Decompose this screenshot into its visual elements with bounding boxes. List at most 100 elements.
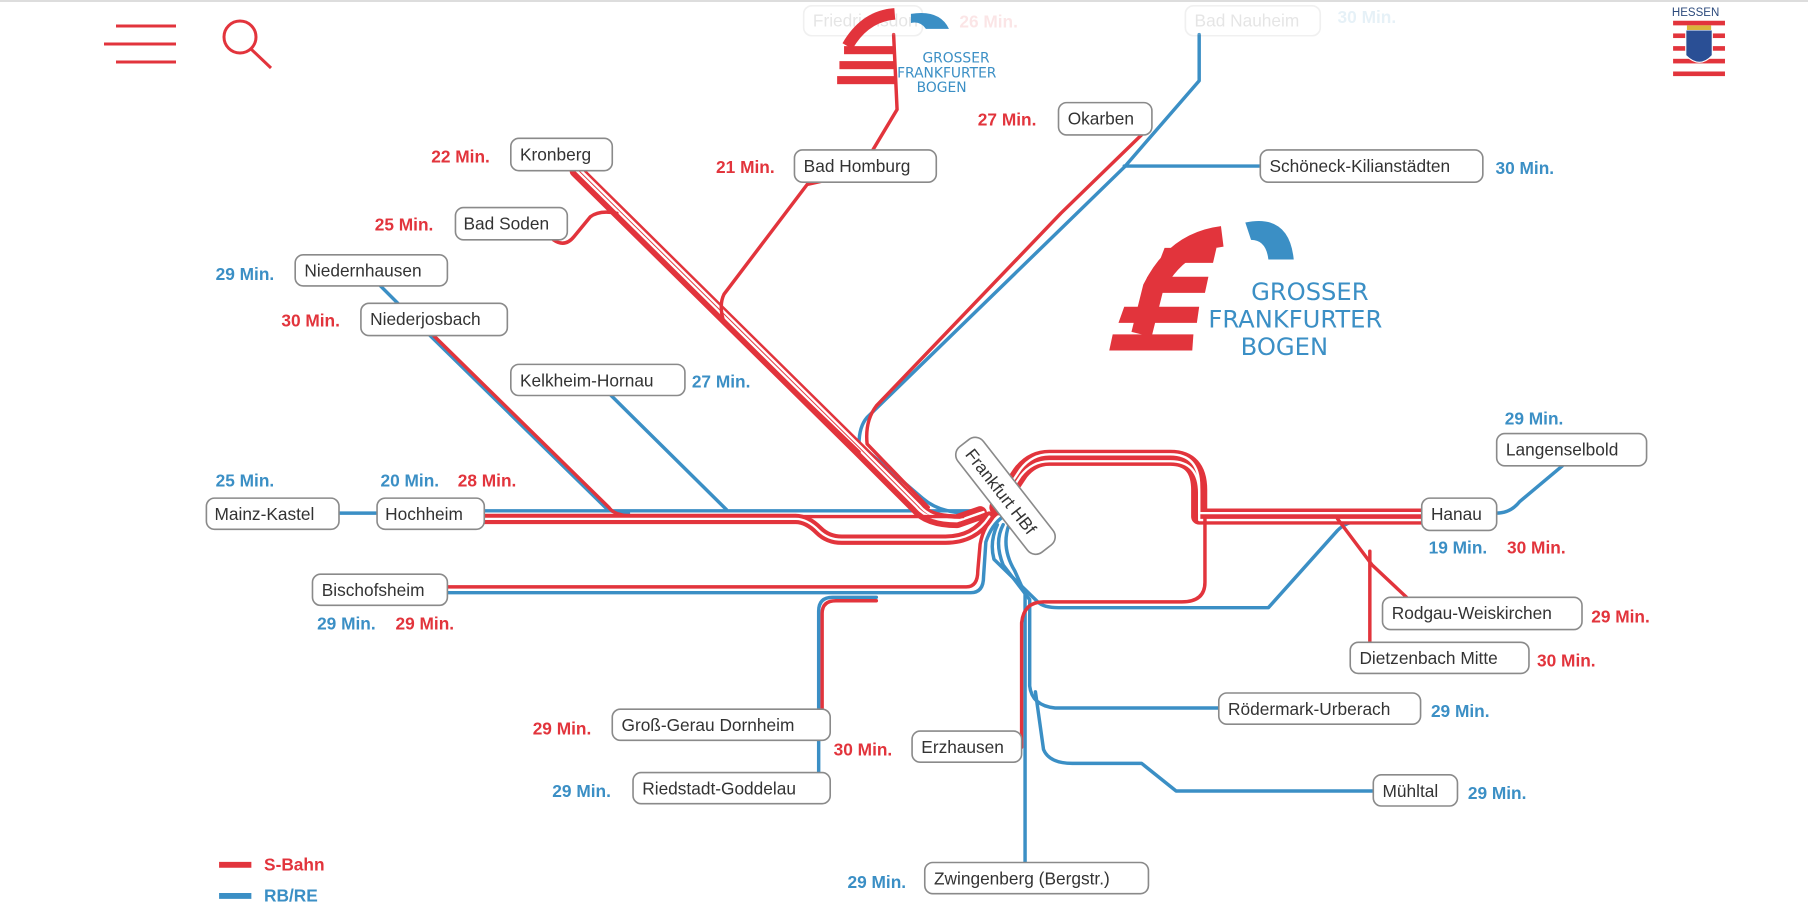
line-gross-gerau bbox=[820, 599, 879, 711]
svg-text:HESSEN: HESSEN bbox=[1672, 7, 1719, 19]
svg-text:Hochheim: Hochheim bbox=[385, 504, 463, 524]
station-hanau[interactable]: Hanau 19 Min. 30 Min. bbox=[1420, 497, 1566, 557]
svg-text:29 Min.: 29 Min. bbox=[317, 614, 376, 634]
line-rodgau bbox=[1335, 517, 1411, 602]
line-bischofsheim-blue bbox=[445, 514, 1005, 595]
svg-text:Kronberg: Kronberg bbox=[520, 144, 591, 164]
svg-text:Kelkheim-Hornau: Kelkheim-Hornau bbox=[520, 370, 654, 390]
station-niederjosbach[interactable]: Niederjosbach 30 Min. bbox=[281, 302, 509, 337]
line-riedstadt bbox=[816, 595, 879, 775]
station-erzhausen[interactable]: Erzhausen 30 Min. bbox=[834, 730, 1023, 763]
svg-text:30 Min.: 30 Min. bbox=[1338, 7, 1397, 27]
station-mainz-kastel[interactable]: Mainz-Kastel 25 Min. bbox=[205, 471, 340, 531]
station-schoeneck-kilianstaedten[interactable]: Schöneck-Kilianstädten 30 Min. bbox=[1259, 149, 1554, 183]
svg-text:29 Min.: 29 Min. bbox=[552, 781, 611, 801]
svg-text:29 Min.: 29 Min. bbox=[396, 614, 455, 634]
svg-text:BOGEN: BOGEN bbox=[917, 80, 967, 96]
svg-text:Hanau: Hanau bbox=[1431, 504, 1482, 524]
menu-button[interactable] bbox=[104, 22, 182, 66]
svg-text:Zwingenberg (Bergstr.): Zwingenberg (Bergstr.) bbox=[934, 868, 1110, 888]
line-bischofsheim-red bbox=[445, 511, 1000, 589]
station-riedstadt-goddelau[interactable]: Riedstadt-Goddelau 29 Min. bbox=[552, 771, 832, 805]
svg-text:25 Min.: 25 Min. bbox=[216, 471, 275, 491]
station-bischofsheim[interactable]: Bischofsheim 29 Min. 29 Min. bbox=[311, 573, 455, 634]
svg-text:19 Min.: 19 Min. bbox=[1429, 537, 1488, 557]
station-gross-gerau-dornheim[interactable]: Groß-Gerau Dornheim 29 Min. bbox=[533, 708, 832, 742]
legend: S-Bahn RB/RE bbox=[219, 855, 325, 906]
svg-text:30 Min.: 30 Min. bbox=[1537, 650, 1596, 670]
grosser-frankfurter-bogen-logo: GROSSER FRANKFURTER BOGEN bbox=[1109, 221, 1382, 361]
svg-text:GROSSER: GROSSER bbox=[922, 50, 989, 66]
svg-text:27 Min.: 27 Min. bbox=[978, 110, 1037, 130]
svg-text:Langenselbold: Langenselbold bbox=[1506, 439, 1618, 459]
svg-text:Riedstadt-Goddelau: Riedstadt-Goddelau bbox=[642, 778, 796, 798]
line-city-tunnel-loop bbox=[989, 449, 1430, 525]
line-langenselbold bbox=[1494, 464, 1565, 515]
svg-text:28 Min.: 28 Min. bbox=[458, 471, 517, 491]
svg-text:29 Min.: 29 Min. bbox=[1591, 607, 1650, 627]
hessen-logo[interactable]: HESSEN bbox=[1672, 7, 1725, 77]
svg-text:Niedernhausen: Niedernhausen bbox=[304, 261, 421, 281]
svg-text:Rodgau-Weiskirchen: Rodgau-Weiskirchen bbox=[1392, 603, 1552, 623]
station-kronberg[interactable]: Kronberg 22 Min. bbox=[431, 137, 614, 172]
svg-text:29 Min.: 29 Min. bbox=[533, 719, 592, 739]
station-zwingenberg[interactable]: Zwingenberg (Bergstr.) 29 Min. bbox=[848, 861, 1150, 895]
station-muehltal[interactable]: Mühltal 29 Min. bbox=[1372, 774, 1527, 807]
line-okarben bbox=[865, 133, 1144, 510]
line-roedermark bbox=[996, 522, 1221, 710]
legend-item-rb-re: RB/RE bbox=[219, 886, 318, 906]
faded-station-friedrichsdorf: Friedrichsdorf 26 Min. bbox=[802, 4, 1018, 37]
svg-text:Rödermark-Urberach: Rödermark-Urberach bbox=[1228, 699, 1390, 719]
station-roedermark-urberach[interactable]: Rödermark-Urberach 29 Min. bbox=[1217, 692, 1490, 725]
svg-text:Bad Soden: Bad Soden bbox=[464, 213, 550, 233]
station-okarben[interactable]: Okarben 27 Min. bbox=[978, 101, 1153, 136]
station-bad-homburg[interactable]: Bad Homburg 21 Min. bbox=[716, 149, 938, 183]
svg-text:Bad Homburg: Bad Homburg bbox=[804, 156, 911, 176]
svg-text:21 Min.: 21 Min. bbox=[716, 157, 775, 177]
top-border bbox=[0, 0, 1808, 2]
line-south-loop bbox=[1019, 517, 1207, 749]
svg-text:Bischofsheim: Bischofsheim bbox=[322, 580, 425, 600]
line-zwingenberg bbox=[1004, 522, 1027, 865]
svg-text:22 Min.: 22 Min. bbox=[431, 147, 490, 167]
svg-text:30 Min.: 30 Min. bbox=[281, 310, 340, 330]
svg-text:27 Min.: 27 Min. bbox=[692, 371, 751, 391]
svg-text:29 Min.: 29 Min. bbox=[848, 872, 907, 892]
line-mainz-hochheim bbox=[337, 509, 977, 515]
svg-text:29 Min.: 29 Min. bbox=[1505, 408, 1564, 428]
svg-text:Dietzenbach Mitte: Dietzenbach Mitte bbox=[1359, 648, 1497, 668]
svg-text:Mainz-Kastel: Mainz-Kastel bbox=[214, 504, 314, 524]
station-bad-soden[interactable]: Bad Soden 25 Min. bbox=[375, 206, 569, 241]
svg-text:Schöneck-Kilianstädten: Schöneck-Kilianstädten bbox=[1270, 156, 1451, 176]
svg-text:29 Min.: 29 Min. bbox=[216, 264, 275, 284]
search-icon bbox=[222, 19, 273, 70]
search-button[interactable] bbox=[220, 18, 276, 70]
svg-text:BOGEN: BOGEN bbox=[1241, 333, 1328, 361]
line-muehltal bbox=[1033, 690, 1376, 793]
svg-text:30 Min.: 30 Min. bbox=[1507, 537, 1566, 557]
line-bad-soden bbox=[551, 210, 619, 245]
station-hochheim[interactable]: Hochheim 20 Min. 28 Min. bbox=[376, 471, 517, 531]
svg-text:30 Min.: 30 Min. bbox=[834, 739, 893, 759]
svg-text:20 Min.: 20 Min. bbox=[381, 471, 440, 491]
svg-text:25 Min.: 25 Min. bbox=[375, 215, 434, 235]
svg-text:Groß-Gerau Dornheim: Groß-Gerau Dornheim bbox=[622, 715, 795, 735]
svg-text:29 Min.: 29 Min. bbox=[1468, 783, 1527, 803]
station-niedernhausen[interactable]: Niedernhausen 29 Min. bbox=[216, 254, 449, 287]
svg-text:GROSSER: GROSSER bbox=[1251, 278, 1369, 306]
svg-text:29 Min.: 29 Min. bbox=[1431, 701, 1490, 721]
line-hanau-blue bbox=[990, 519, 1424, 610]
header-logo[interactable]: GROSSER FRANKFURTER BOGEN bbox=[837, 8, 997, 96]
station-dietzenbach-mitte[interactable]: Dietzenbach Mitte 30 Min. bbox=[1349, 641, 1596, 675]
station-rodgau-weiskirchen[interactable]: Rodgau-Weiskirchen 29 Min. bbox=[1381, 596, 1650, 631]
station-kelkheim-hornau[interactable]: Kelkheim-Hornau 27 Min. bbox=[509, 363, 751, 397]
rb-re-lines bbox=[337, 32, 1565, 865]
hamburger-menu-icon bbox=[104, 24, 176, 64]
svg-text:FRANKFURTER: FRANKFURTER bbox=[1208, 305, 1382, 333]
svg-text:S-Bahn: S-Bahn bbox=[264, 855, 324, 875]
svg-text:FRANKFURTER: FRANKFURTER bbox=[897, 65, 997, 81]
station-langenselbold[interactable]: Langenselbold 29 Min. bbox=[1495, 408, 1648, 467]
svg-text:RB/RE: RB/RE bbox=[264, 886, 318, 906]
svg-text:26 Min.: 26 Min. bbox=[959, 12, 1018, 32]
legend-item-s-bahn: S-Bahn bbox=[219, 855, 325, 875]
